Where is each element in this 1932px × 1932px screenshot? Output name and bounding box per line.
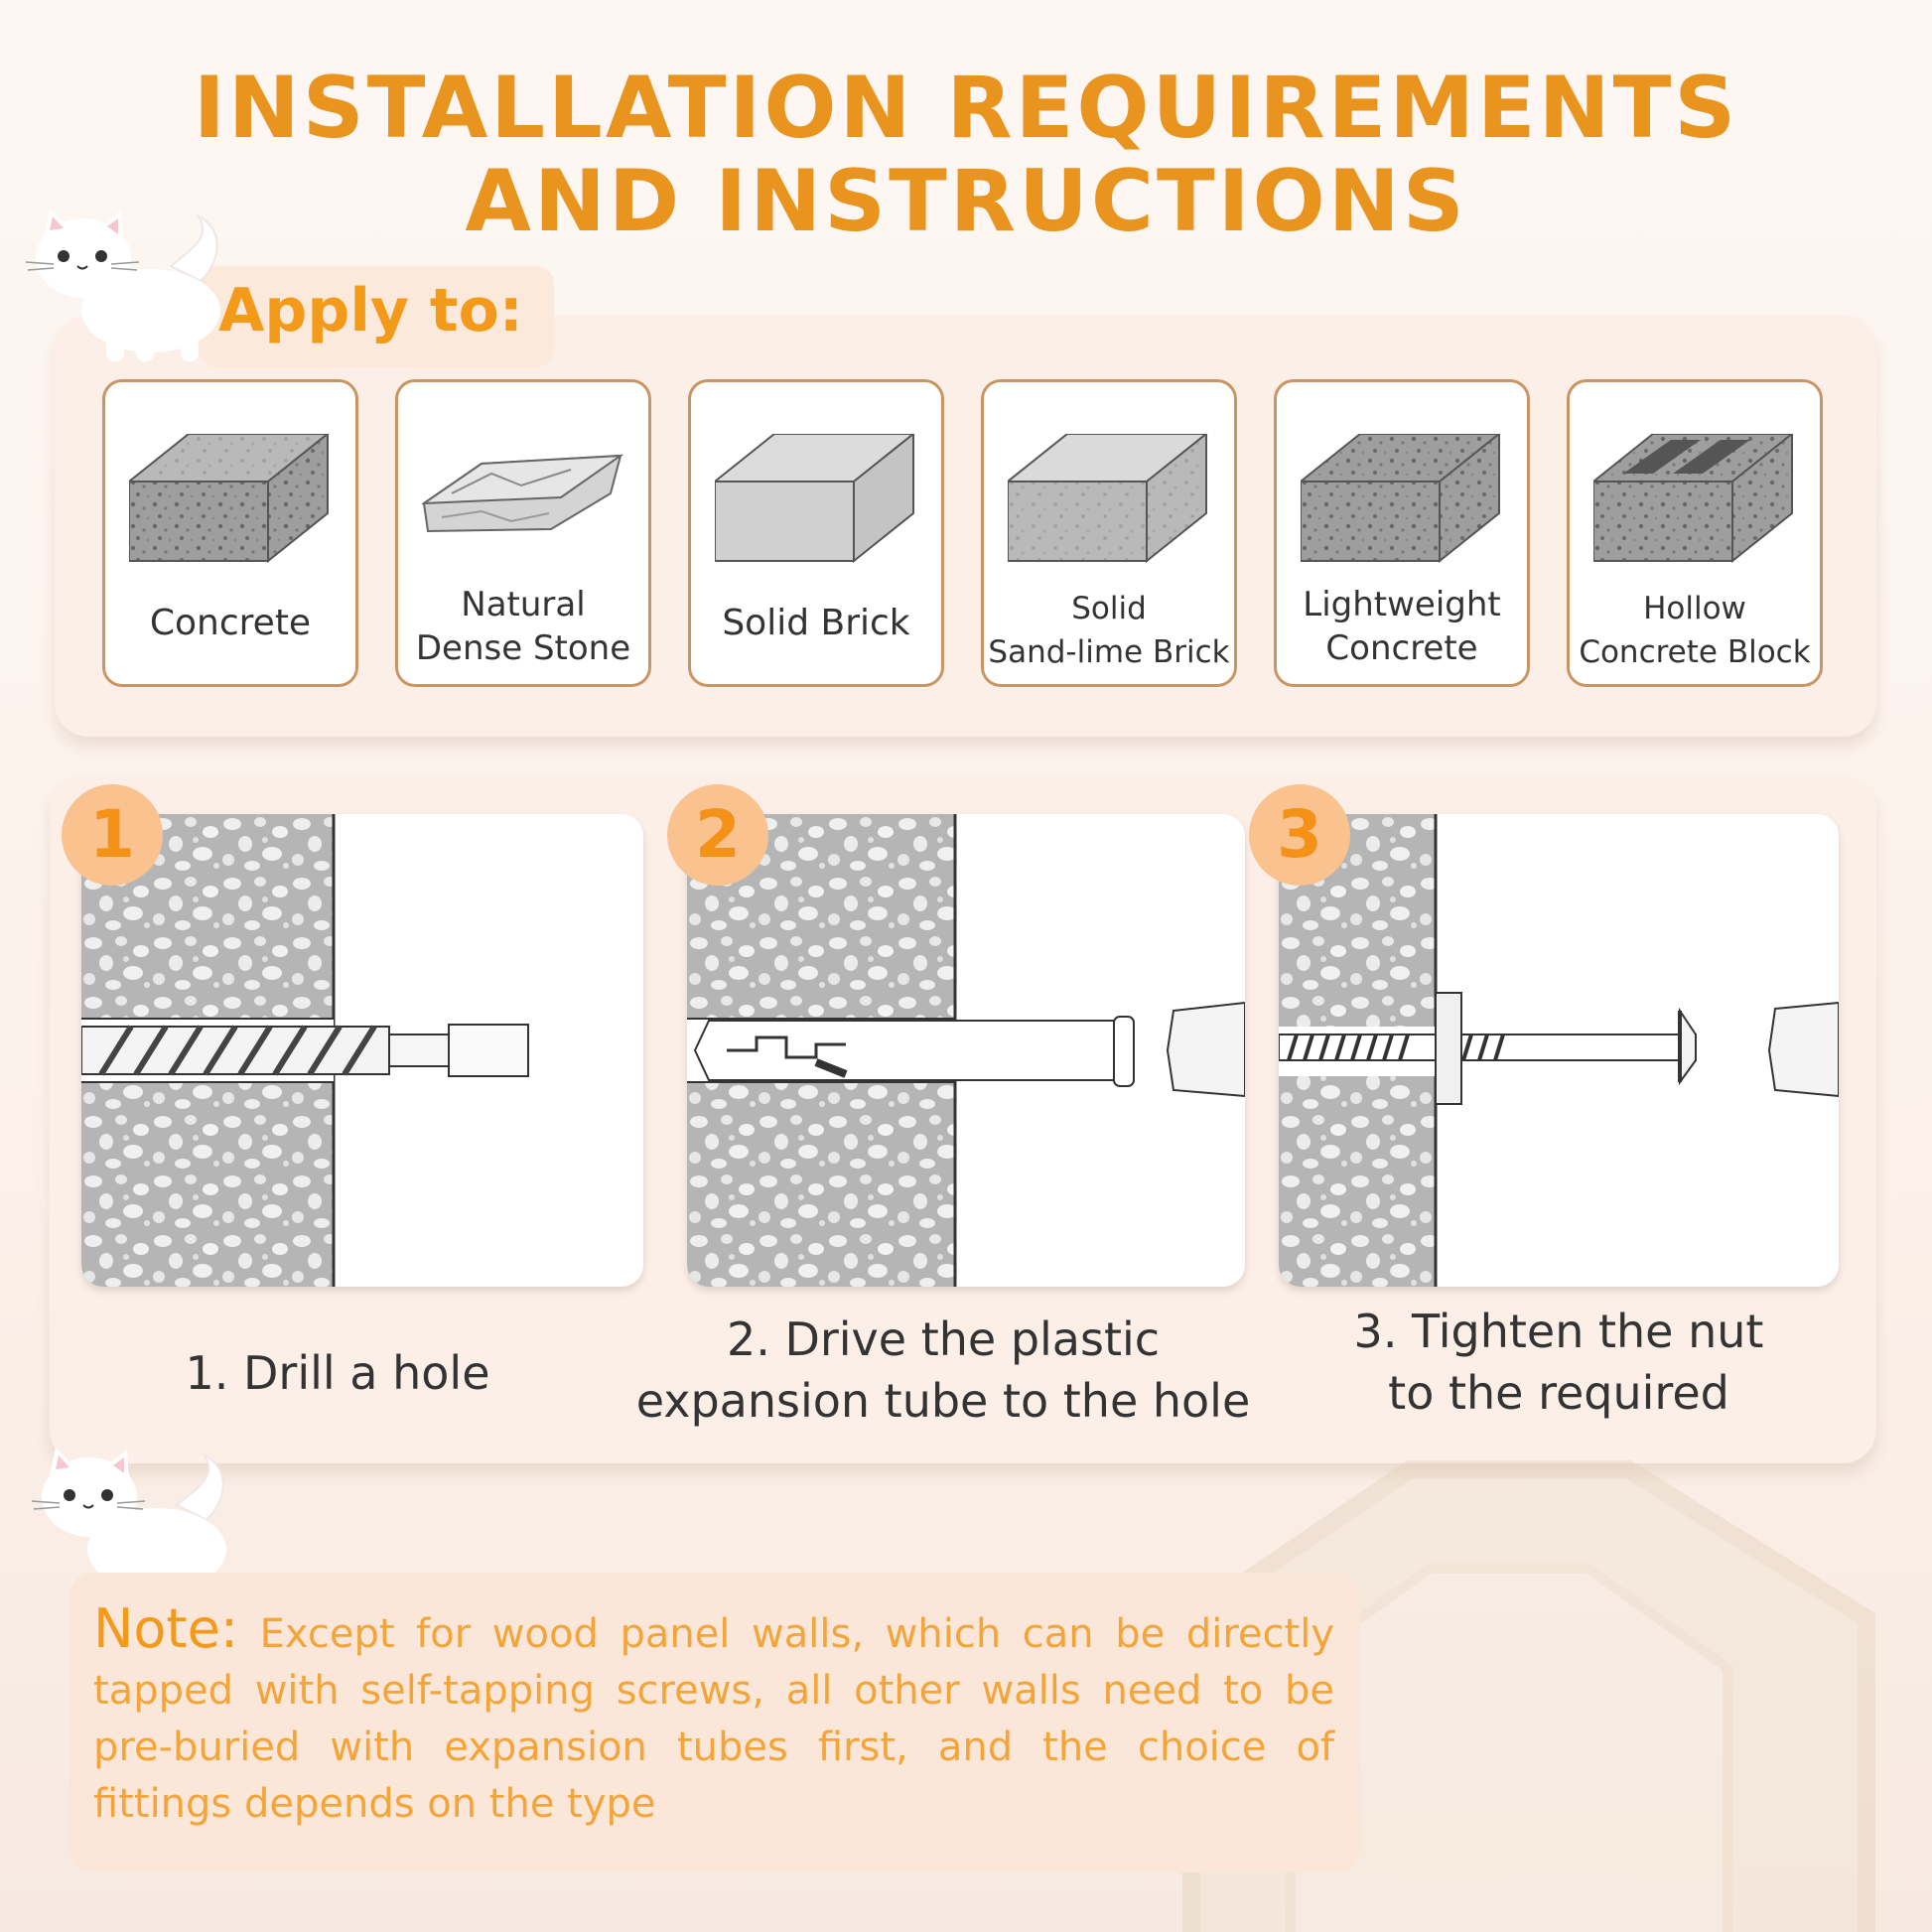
material-card-natural-stone: Natural Dense Stone: [395, 379, 651, 687]
stone-icon: [422, 454, 624, 533]
note-panel: [69, 1573, 1360, 1872]
step-2-badge: 2: [667, 784, 768, 886]
material-label-line-2: Dense Stone: [415, 628, 631, 668]
material-label-line-2: Concrete: [1325, 628, 1478, 668]
step-2-caption: 2. Drive the plastic expansion tube to t…: [586, 1309, 1301, 1432]
material-card-concrete: Concrete: [102, 379, 358, 687]
material-label: Solid Sand-lime Brick: [984, 587, 1234, 674]
apply-tab: [199, 266, 554, 367]
material-label: Solid Brick: [722, 603, 910, 643]
concrete-block-icon: [1008, 434, 1208, 563]
step-1-caption: 1. Drill a hole: [139, 1342, 536, 1404]
material-label: Concrete: [149, 603, 312, 643]
title-line-1: INSTALLATION REQUIREMENTS: [193, 59, 1739, 158]
concrete-block-icon: [129, 434, 330, 563]
title-line-2: AND INSTRUCTIONS: [465, 152, 1467, 251]
note-body: Except for wood panel walls, which can b…: [93, 1611, 1334, 1827]
material-card-solid-brick: Solid Brick: [688, 379, 944, 687]
material-label: Lightweight Concrete: [1277, 583, 1527, 670]
hollow-block-icon: [1593, 434, 1794, 563]
note-text: Note: Except for wood panel walls, which…: [93, 1600, 1334, 1833]
step-3-illustration: [1279, 814, 1839, 1287]
step-3-caption: 3. Tighten the nut to the required: [1281, 1301, 1837, 1424]
material-card-hollow-block: Hollow Concrete Block: [1567, 379, 1823, 687]
step-3-badge: 3: [1249, 784, 1350, 886]
material-label-line-1: Natural: [461, 585, 586, 624]
material-label-line-2: Sand-lime Brick: [988, 634, 1230, 670]
concrete-block-icon: [1301, 434, 1501, 563]
material-card-lightweight-concrete: Lightweight Concrete: [1274, 379, 1530, 687]
step-3-caption-line-1: 3. Tighten the nut: [1353, 1305, 1764, 1358]
step-2-caption-line-1: 2. Drive the plastic: [726, 1312, 1161, 1366]
material-label-line-2: Concrete Block: [1579, 634, 1811, 670]
material-label-line-1: Lightweight: [1303, 585, 1501, 624]
brick-icon: [715, 434, 915, 563]
page-title: INSTALLATION REQUIREMENTS AND INSTRUCTIO…: [0, 62, 1932, 248]
step-1-badge: 1: [62, 784, 163, 886]
material-card-sand-lime-brick: Solid Sand-lime Brick: [981, 379, 1237, 687]
cat-icon: [25, 208, 220, 361]
material-label: Natural Dense Stone: [398, 583, 648, 670]
step-2-caption-line-2: expansion tube to the hole: [635, 1374, 1251, 1428]
step-2-illustration: [687, 814, 1245, 1287]
step-3-caption-line-2: to the required: [1388, 1366, 1729, 1420]
step-1-caption-line-1: 1. Drill a hole: [185, 1346, 490, 1400]
step-1-illustration: [81, 814, 643, 1287]
apply-label: Apply to:: [218, 276, 523, 345]
note-heading: Note:: [93, 1597, 239, 1660]
material-label-line-1: Solid: [1071, 591, 1147, 626]
material-label-line-1: Hollow: [1643, 591, 1746, 626]
cat-house-icon: [1182, 1460, 1875, 1932]
material-label: Hollow Concrete Block: [1570, 587, 1820, 674]
